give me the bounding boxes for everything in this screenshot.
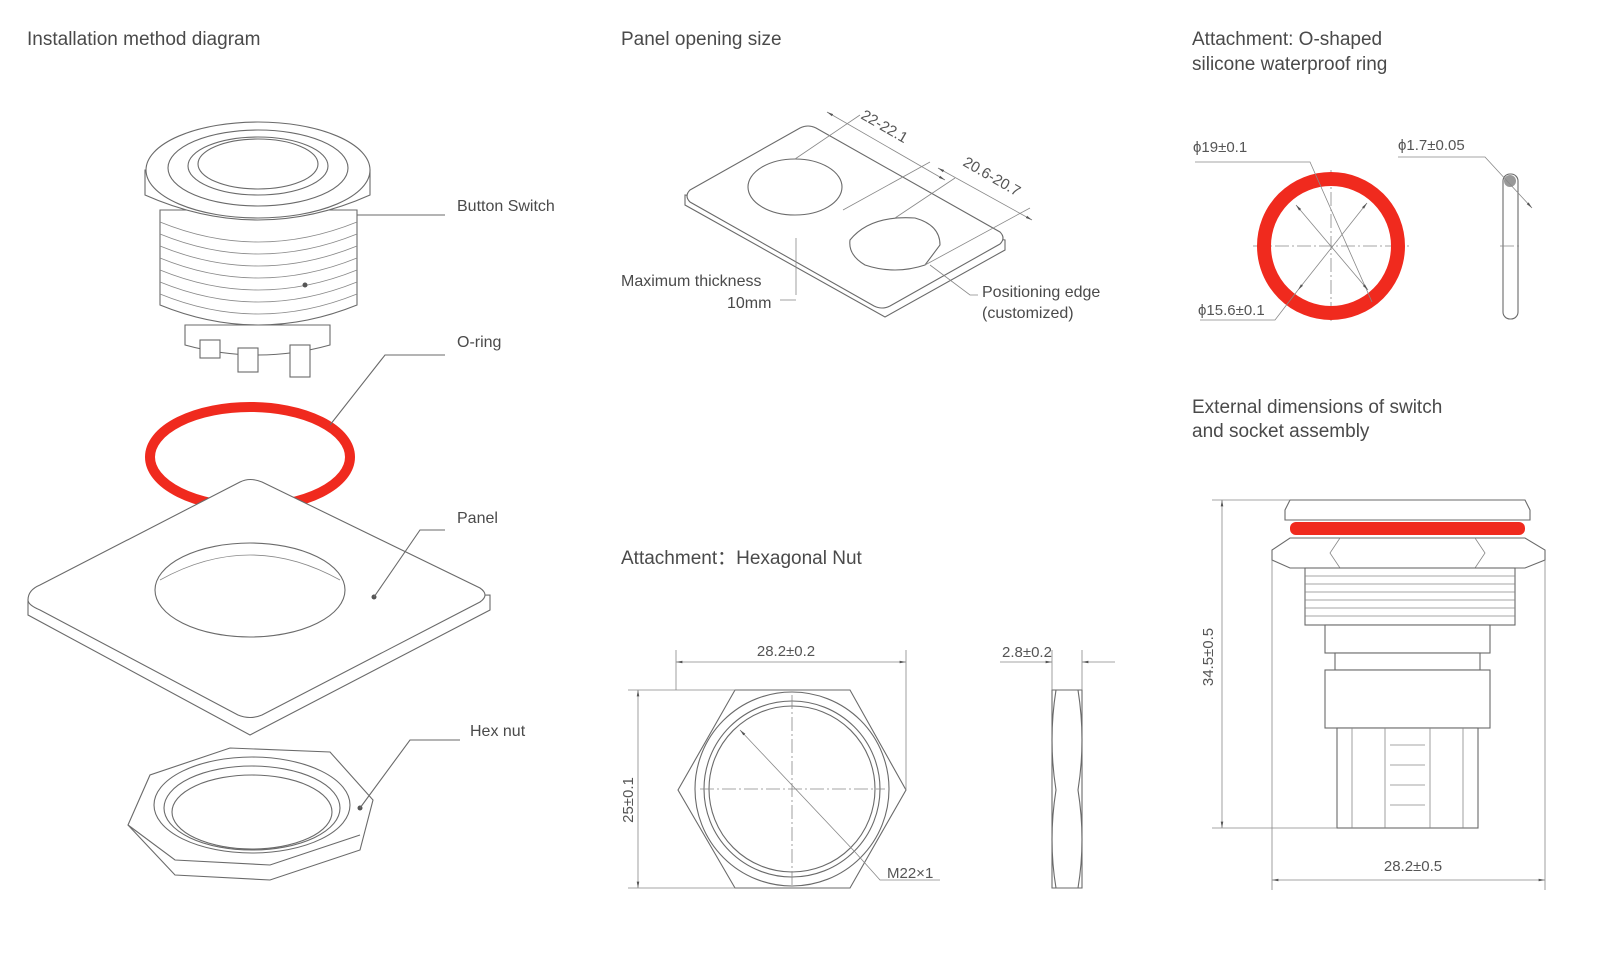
panel-drawing <box>27 478 491 736</box>
nut-thickness-dimension: 2.8±0.2 <box>1002 644 1052 661</box>
o-ring-label: O-ring <box>457 334 501 351</box>
o-ring-side-view <box>1398 156 1533 320</box>
hex-nut-drawing <box>127 747 374 881</box>
panel-label: Panel <box>457 510 498 527</box>
outer-diameter-dimension: ϕ19±0.1 <box>1193 139 1247 156</box>
o-ring-leader <box>329 354 445 426</box>
thread-spec: M22×1 <box>887 865 933 882</box>
panel-opening-section: Panel opening size 22-22.1 20.6-20.7 Max… <box>621 29 1100 322</box>
switch-assembly-side-view <box>1212 499 1546 890</box>
o-ring-front-view <box>1195 161 1409 322</box>
hex-nut-leader <box>359 739 460 809</box>
hex-nut-front-view <box>628 650 940 889</box>
panel-plate-drawing <box>684 111 1033 318</box>
inner-diameter-dimension: ϕ15.6±0.1 <box>1198 302 1265 319</box>
hex-nut-attachment-section: Attachment：Hexagonal Nut 28.2±0.2 25±0.1… <box>620 548 1115 889</box>
external-dimensions-title-1: External dimensions of switch <box>1192 397 1442 418</box>
hex-nut-attachment-title: Attachment：Hexagonal Nut <box>621 548 863 569</box>
flat-width-dimension: 20.6-20.7 <box>960 154 1023 200</box>
max-thickness-label: Maximum thickness <box>621 273 761 290</box>
max-thickness-value: 10mm <box>727 295 771 312</box>
button-switch-label: Button Switch <box>457 198 555 215</box>
positioning-edge-note: (customized) <box>982 305 1074 322</box>
installation-title: Installation method diagram <box>27 29 260 50</box>
assembly-height-dimension: 34.5±0.5 <box>1200 628 1217 686</box>
hole-diameter-dimension: 22-22.1 <box>858 107 911 147</box>
hex-nut-label: Hex nut <box>470 723 526 740</box>
assembly-width-dimension: 28.2±0.5 <box>1384 858 1442 875</box>
positioning-edge-label: Positioning edge <box>982 284 1100 301</box>
installation-section: Installation method diagram Button Switc… <box>27 29 555 881</box>
external-dimensions-section: External dimensions of switch and socket… <box>1192 397 1546 890</box>
o-ring-attachment-title-1: Attachment: O-shaped <box>1192 29 1382 50</box>
button-switch-drawing <box>144 121 371 378</box>
external-dimensions-title-2: and socket assembly <box>1192 421 1370 442</box>
o-ring-attachment-section: Attachment: O-shaped silicone waterproof… <box>1192 29 1533 322</box>
panel-opening-title: Panel opening size <box>621 29 782 50</box>
hex-nut-side-view <box>1000 650 1115 889</box>
nut-height-dimension: 25±0.1 <box>620 777 637 823</box>
o-ring-attachment-title-2: silicone waterproof ring <box>1192 54 1387 75</box>
panel-leader <box>373 529 445 598</box>
cord-diameter-dimension: ϕ1.7±0.05 <box>1398 137 1465 154</box>
nut-width-dimension: 28.2±0.2 <box>757 643 815 660</box>
